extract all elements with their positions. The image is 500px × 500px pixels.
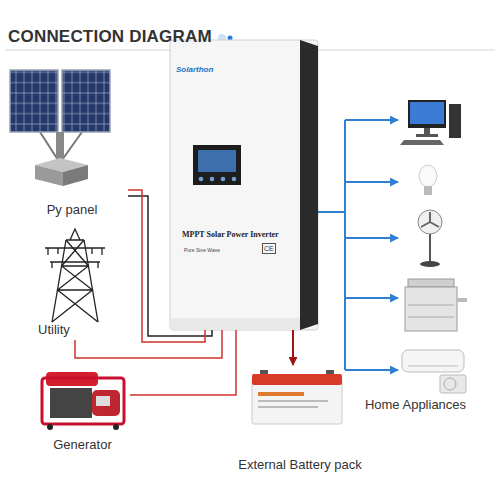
tower-legs bbox=[52, 229, 98, 322]
solar-module bbox=[62, 70, 110, 132]
generator-foot bbox=[113, 424, 119, 430]
panel-base bbox=[63, 165, 88, 186]
distribution-trunk bbox=[344, 120, 346, 370]
distribution-arrows bbox=[345, 120, 398, 370]
device-label: Utility bbox=[38, 322, 98, 337]
monitor-stand bbox=[424, 128, 430, 134]
battery-pack: External Battery pack bbox=[215, 365, 385, 475]
tower-arms bbox=[45, 248, 105, 268]
battery-illustration bbox=[252, 370, 342, 424]
fan-icon bbox=[418, 210, 442, 267]
pc-tower bbox=[449, 104, 461, 138]
copier-tray bbox=[457, 298, 467, 302]
inverter-unit: SolarthonMPPT Solar Power InverterPure S… bbox=[170, 40, 318, 330]
pv-panel-illustration bbox=[10, 70, 110, 186]
inverter-bottom bbox=[170, 318, 300, 330]
generator-engine bbox=[50, 388, 92, 418]
bulb-glass bbox=[419, 165, 437, 187]
panel-post bbox=[56, 132, 64, 162]
generator-foot bbox=[47, 424, 53, 430]
ac-fan bbox=[444, 378, 456, 390]
distribution-branch bbox=[345, 369, 398, 371]
copier-top bbox=[408, 279, 454, 287]
computer-icon bbox=[400, 100, 461, 145]
copier-icon bbox=[405, 279, 467, 331]
ac-indoor-unit bbox=[402, 350, 464, 372]
copier-body bbox=[405, 287, 457, 331]
battery-terminal bbox=[260, 370, 268, 374]
pv-wire bbox=[128, 190, 205, 342]
panel-strut bbox=[40, 132, 58, 160]
ac-outdoor-unit bbox=[440, 375, 466, 393]
tower-lattice bbox=[52, 240, 98, 322]
model-name: MPPT Solar Power Inverter bbox=[182, 230, 279, 239]
output-arrow bbox=[318, 212, 398, 238]
inverter-body bbox=[170, 40, 318, 330]
battery-lid bbox=[252, 374, 342, 385]
inverter-screen-frame bbox=[193, 145, 241, 185]
device-label: Py panel bbox=[22, 202, 122, 217]
bulb-icon bbox=[419, 165, 437, 195]
fan-blades bbox=[421, 212, 439, 227]
copier-drawer bbox=[408, 317, 454, 318]
bulb-base bbox=[424, 186, 432, 195]
inverter-button bbox=[210, 177, 215, 182]
ac-vent bbox=[408, 366, 458, 367]
generator-alternator bbox=[92, 390, 120, 416]
air-conditioner-icon bbox=[402, 350, 466, 393]
battery-stripe bbox=[258, 406, 318, 408]
battery-stripe bbox=[258, 400, 328, 402]
brand-logo: Solarthon bbox=[176, 65, 213, 74]
battery-terminal bbox=[326, 370, 334, 374]
diagram-title: CONNECTION DIAGRAM bbox=[8, 27, 212, 47]
distribution-branch bbox=[345, 119, 398, 121]
fan-base bbox=[420, 261, 440, 267]
battery-arrow bbox=[292, 330, 294, 365]
device-label: Generator bbox=[35, 437, 130, 452]
solar-module bbox=[10, 70, 58, 132]
panel-strut bbox=[62, 132, 82, 160]
monitor-base bbox=[416, 134, 438, 137]
copier-drawer bbox=[408, 305, 454, 306]
device-label: Home Appliances bbox=[353, 397, 478, 412]
distribution-branch bbox=[345, 181, 398, 183]
pv-panel: Py panel bbox=[8, 65, 128, 220]
certification-mark: CE bbox=[262, 243, 276, 254]
generator-frame bbox=[42, 378, 124, 424]
monitor-screen bbox=[410, 102, 444, 124]
fan-pole bbox=[429, 234, 431, 262]
generator-illustration bbox=[42, 372, 124, 430]
home-appliances: Home Appliances bbox=[398, 95, 495, 415]
monitor bbox=[408, 100, 446, 128]
generator-wire bbox=[130, 330, 236, 395]
inverter-button bbox=[232, 177, 237, 182]
generator: Generator bbox=[35, 365, 130, 455]
inverter-illustration bbox=[170, 40, 318, 330]
inverter-side bbox=[300, 40, 318, 330]
distribution-branch bbox=[345, 297, 398, 299]
utility-wire bbox=[75, 330, 222, 358]
panel-base bbox=[35, 165, 63, 186]
keyboard bbox=[400, 140, 444, 145]
dc-wire bbox=[128, 196, 212, 336]
battery-stripe bbox=[258, 392, 304, 396]
device-label: External Battery pack bbox=[215, 457, 385, 472]
generator-panel bbox=[96, 396, 110, 406]
inverter-button bbox=[199, 177, 204, 182]
utility-tower bbox=[45, 229, 105, 322]
fan-guard bbox=[418, 210, 442, 234]
utility-grid: Utility bbox=[30, 228, 120, 340]
feature-text: Pure Sine Wave bbox=[184, 247, 220, 253]
inverter-display bbox=[198, 150, 236, 172]
inverter-button bbox=[221, 177, 226, 182]
